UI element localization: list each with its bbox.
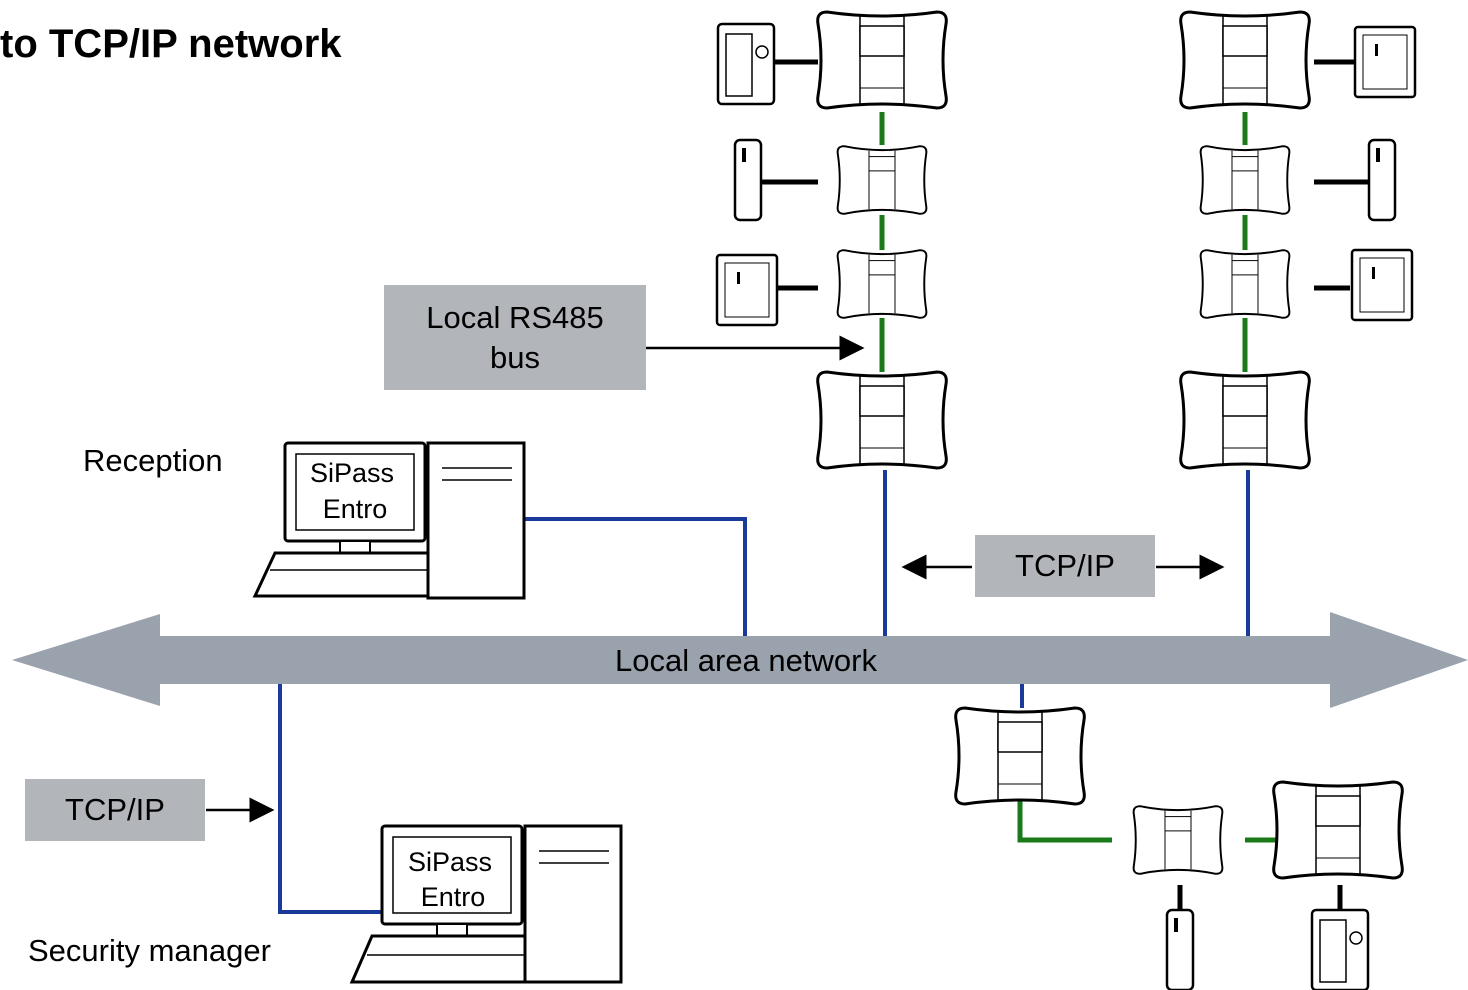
rs485-label-line2: bus (490, 339, 540, 375)
controller (836, 249, 928, 319)
controller (1132, 805, 1224, 875)
square-reader-icon (1353, 25, 1417, 99)
controller (1199, 249, 1291, 319)
controller (836, 145, 928, 215)
card-reader-icon (733, 138, 763, 222)
reception-label: Reception (83, 443, 223, 478)
rs485-label-box: Local RS485 bus (384, 285, 646, 390)
controller-large (816, 10, 948, 110)
diagram-title: to TCP/IP network (0, 22, 342, 66)
tcpip-label-box-left: TCP/IP (25, 779, 205, 841)
controller (1199, 145, 1291, 215)
controller-large (954, 706, 1086, 806)
rs485-bus-links (879, 112, 1276, 843)
card-reader-icon (1165, 908, 1195, 990)
tcpip-links (278, 470, 1250, 914)
controller-large (1272, 780, 1404, 880)
keypad-reader-icon (1310, 908, 1370, 990)
reception-screen-line2: Entro (323, 494, 388, 524)
controller-large (1179, 10, 1311, 110)
card-reader-icon (1367, 138, 1397, 222)
keypad-reader-icon (716, 22, 776, 106)
security-screen-line1: SiPass (408, 847, 492, 877)
reception-screen-line1: SiPass (310, 458, 394, 488)
square-reader-icon (1350, 248, 1414, 322)
security-screen-line2: Entro (421, 882, 486, 912)
computer-icon-reception (252, 441, 526, 600)
lan-arrow (12, 612, 1468, 708)
controller-large (1179, 370, 1311, 470)
reader-links (762, 59, 1370, 910)
tcpip-label-box-top: TCP/IP (975, 535, 1155, 597)
controller-large (816, 370, 948, 470)
lan-label: Local area network (615, 643, 877, 678)
square-reader-icon (715, 253, 779, 327)
computer-icon-security (349, 824, 623, 984)
rs485-label-line1: Local RS485 (426, 299, 604, 335)
security-manager-label: Security manager (28, 933, 271, 968)
